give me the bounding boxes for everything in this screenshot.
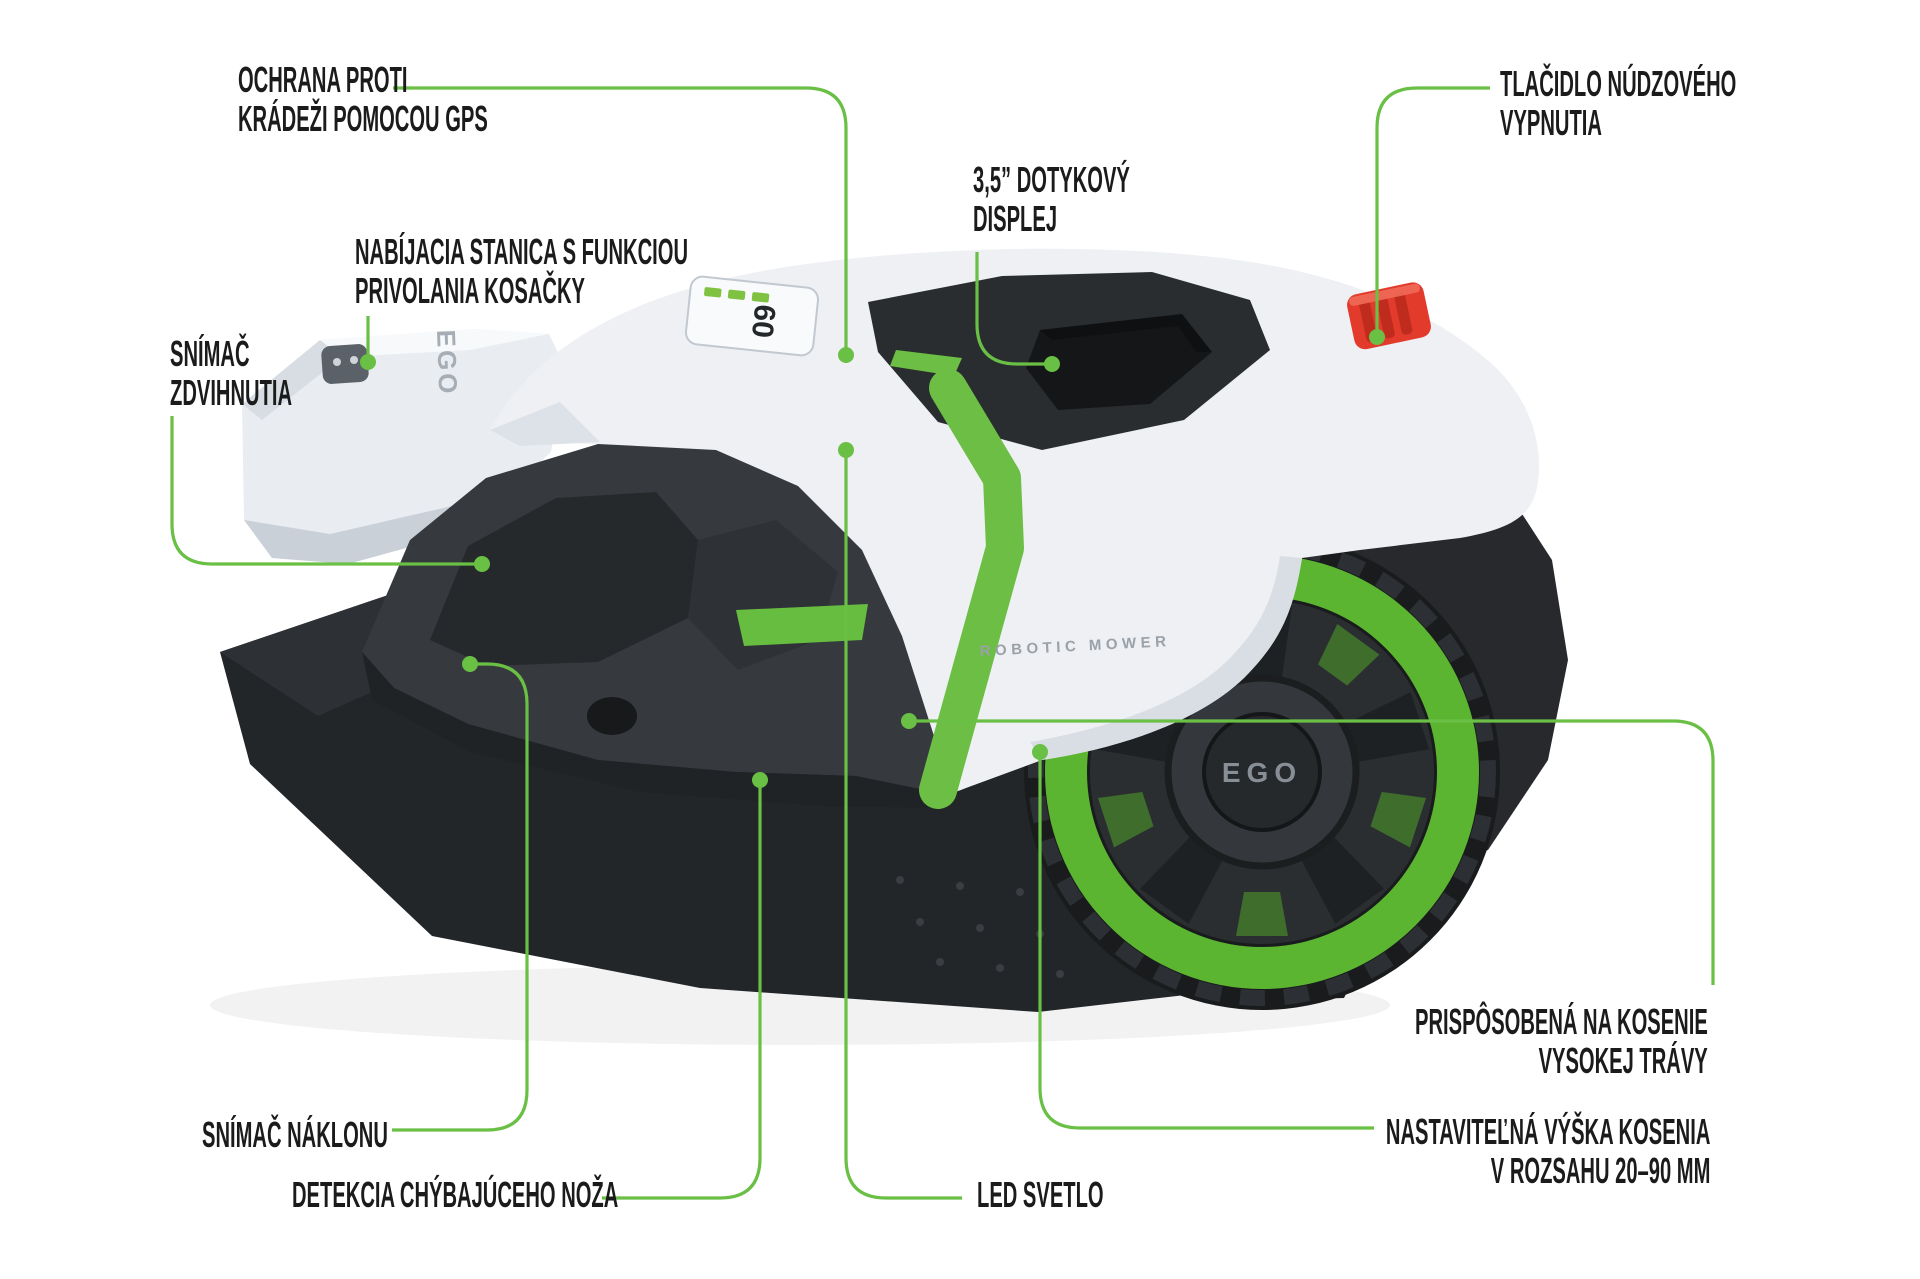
callout-blade-detection: DETEKCIA CHÝBAJÚCEHO NOŽA — [292, 1175, 618, 1214]
leader-lines — [170, 86, 1715, 1200]
wheel-hub-logo: EGO — [1222, 757, 1302, 788]
feature-dot-tilt-sensor — [462, 656, 478, 672]
feature-dot-station — [360, 354, 376, 370]
callout-cutting-height: NASTAVITEĽNÁ VÝŠKA KOSENIA V ROZSAHU 20–… — [1386, 1112, 1710, 1190]
callout-line: NABÍJACIA STANICA S FUNKCIOU — [355, 231, 689, 272]
front-hood — [362, 444, 946, 808]
body-accent-stripe — [919, 369, 1024, 809]
callout-gps-protection: OCHRANA PROTI KRÁDEŽI POMOCOU GPS — [238, 60, 488, 138]
callout-line: VYSOKEJ TRÁVY — [1538, 1040, 1708, 1081]
leader-display — [975, 252, 1047, 366]
callout-line: VYPNUTIA — [1500, 102, 1602, 143]
feature-dot-stop-button — [1369, 329, 1385, 345]
shell-shading — [1030, 556, 1302, 760]
feature-dots — [360, 329, 1385, 788]
callout-led-light: LED SVETLO — [977, 1175, 1104, 1214]
feature-dot-tall-grass — [901, 713, 917, 729]
leader-tall-grass — [916, 719, 1715, 985]
callout-line: DISPLEJ — [973, 198, 1058, 239]
callout-emergency-stop: TLAČIDLO NÚDZOVÉHO VYPNUTIA — [1500, 64, 1736, 142]
touch-display — [1026, 314, 1212, 410]
callout-line: NASTAVITEĽNÁ VÝŠKA KOSENIA — [1385, 1111, 1710, 1152]
callout-line: PRISPÔSOBENÁ NA KOSENIE — [1415, 1001, 1708, 1042]
emergency-stop-button — [1347, 282, 1431, 350]
leader-tilt-sensor — [392, 662, 529, 1132]
leader-lift-sensor — [170, 416, 477, 566]
battery-badge-label: 60 — [745, 303, 781, 340]
callout-line: KRÁDEŽI POMOCOU GPS — [238, 98, 488, 139]
feature-dot-led-light — [838, 442, 854, 458]
callout-touch-display: 3,5” DOTYKOVÝ DISPLEJ — [973, 160, 1130, 238]
callout-line: SNÍMAČ NÁKLONU — [202, 1114, 388, 1155]
leader-blade-detection — [602, 784, 762, 1200]
shell-nose-shading — [490, 402, 600, 446]
feature-dot-blade-detection — [752, 772, 768, 788]
front-caster-wheel — [587, 697, 637, 735]
station-logo: EGO — [431, 329, 463, 397]
leader-led-light — [844, 455, 962, 1200]
callout-line: 3,5” DOTYKOVÝ — [973, 159, 1130, 200]
leader-stop-button — [1375, 86, 1490, 332]
callout-charging-station: NABÍJACIA STANICA S FUNKCIOU PRIVOLANIA … — [355, 232, 688, 310]
callout-tall-grass: PRISPÔSOBENÁ NA KOSENIE VYSOKEJ TRÁVY — [1415, 1002, 1708, 1080]
callout-line: LED SVETLO — [977, 1174, 1104, 1215]
leader-cutting-height — [1038, 756, 1374, 1130]
callout-line: ZDVIHNUTIA — [170, 372, 293, 413]
callout-lift-sensor: SNÍMAČ ZDVIHNUTIA — [170, 334, 292, 412]
callout-line: V ROZSAHU 20–90 MM — [1490, 1150, 1710, 1191]
callout-line: DETEKCIA CHÝBAJÚCEHO NOŽA — [292, 1174, 619, 1215]
callout-line: PRIVOLANIA KOSAČKY — [355, 270, 585, 311]
station-call-button — [321, 344, 369, 384]
feature-dot-lift-sensor — [474, 556, 490, 572]
feature-dot-display — [1044, 356, 1060, 372]
callout-line: SNÍMAČ — [170, 333, 250, 374]
leader-gps — [393, 86, 848, 351]
callout-line: OCHRANA PROTI — [238, 59, 408, 100]
callout-tilt-sensor: SNÍMAČ NÁKLONU — [202, 1115, 388, 1154]
feature-dot-cutting-height — [1032, 744, 1048, 760]
callout-line: TLAČIDLO NÚDZOVÉHO — [1500, 63, 1737, 104]
deck-accent-band — [736, 604, 868, 646]
battery-badge: 60 — [684, 275, 820, 357]
feature-dot-gps — [838, 347, 854, 363]
